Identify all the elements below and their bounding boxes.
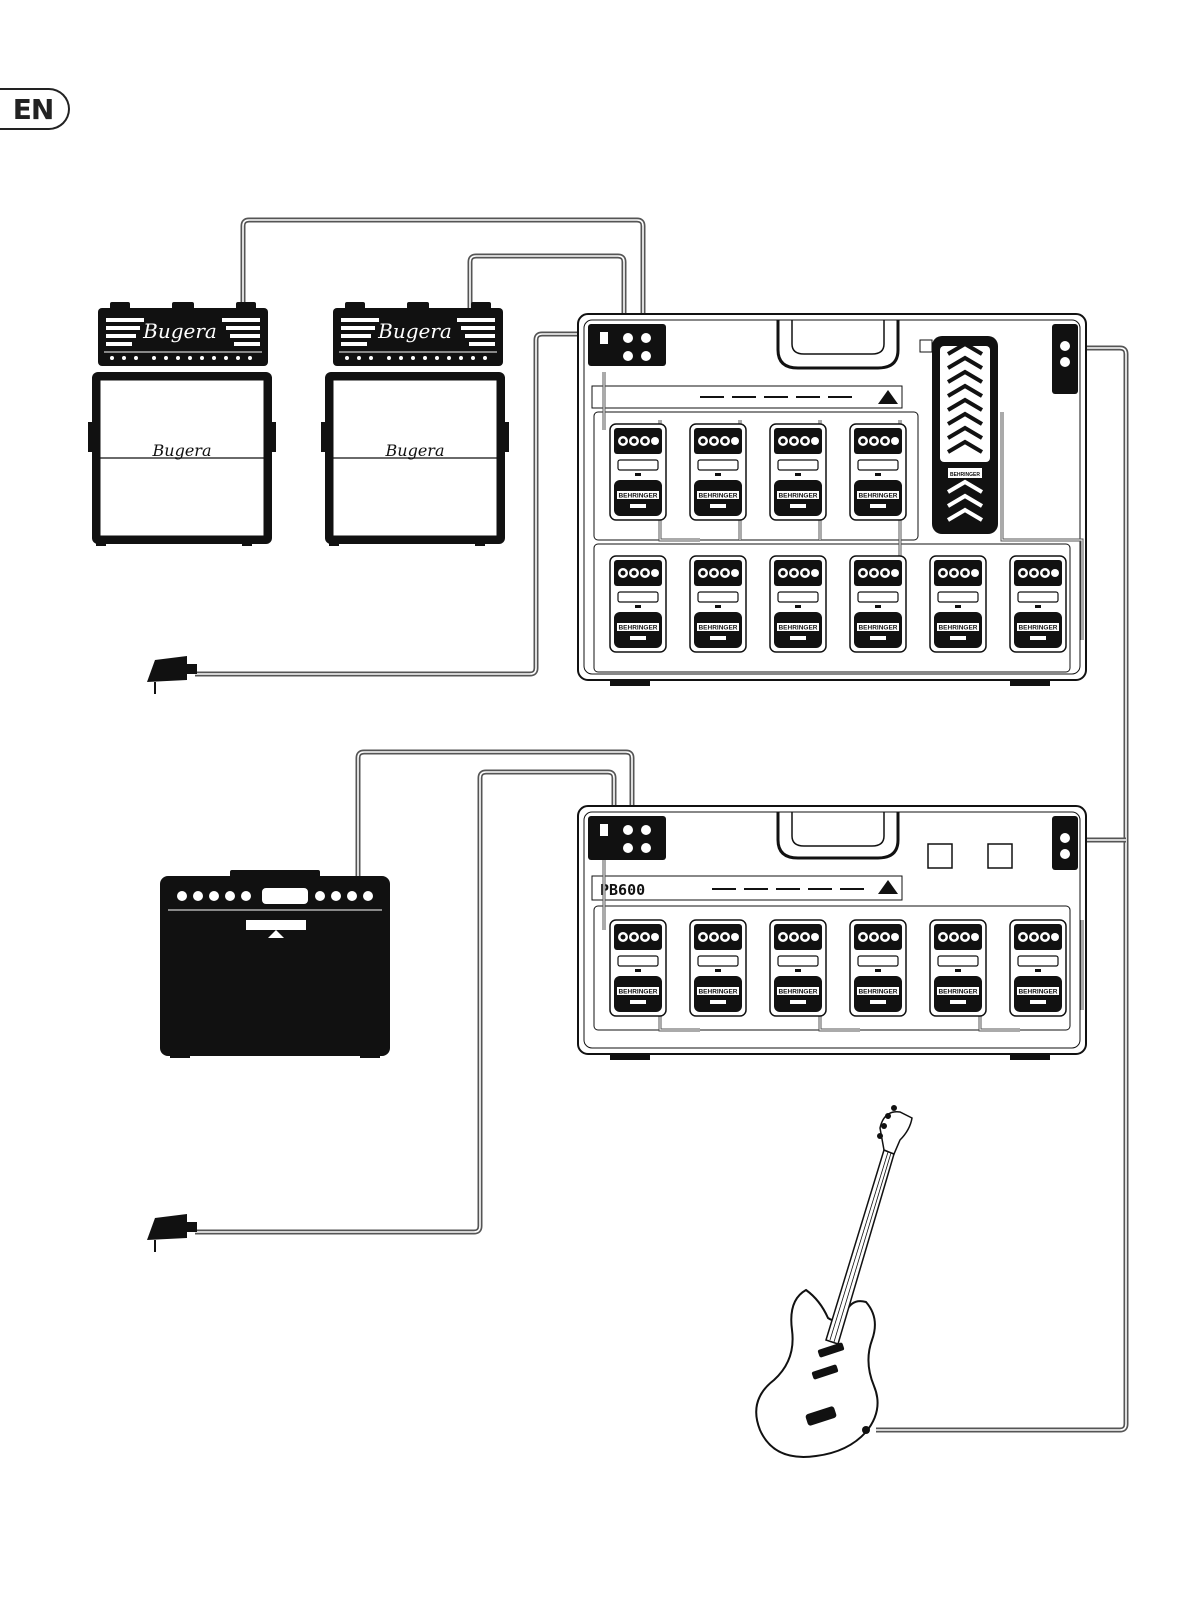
effect-pedal-icon [850,424,906,520]
effect-pedal-icon [1010,556,1066,652]
amp-head-brand-left: Bugera [142,319,217,343]
effect-pedal-icon [610,424,666,520]
cabinet-brand-right: Bugera [385,441,445,460]
effect-pedal-icon [690,424,746,520]
speaker-cabinet-right: Bugera [321,372,509,546]
cabinet-brand-left: Bugera [152,441,212,460]
effect-pedal-icon [850,920,906,1016]
effect-pedal-icon [930,920,986,1016]
effect-pedal-icon [1010,920,1066,1016]
power-adapter-icon [147,1214,197,1252]
pedalboard-model-label: PB600 [600,881,645,899]
effect-pedal-icon [610,556,666,652]
effect-pedal-icon [770,424,826,520]
speaker-cabinet-left: Bugera [88,372,276,546]
amp-head-left: Bugera [98,302,268,366]
amp-head-brand-right: Bugera [377,319,452,343]
effect-pedal-icon [690,556,746,652]
effect-pedal-icon [770,920,826,1016]
effect-pedal-icon [930,556,986,652]
wah-pedal-icon: BEHRINGER [932,336,998,534]
effect-pedal-icon [770,556,826,652]
effect-pedal-icon [610,920,666,1016]
effect-pedal-icon [690,920,746,1016]
wah-brand: BEHRINGER [950,472,980,478]
power-adapter-icon [147,656,197,694]
guitar-icon [756,1105,912,1457]
combo-amp-icon [160,870,390,1058]
effect-pedal-icon [850,556,906,652]
amp-head-right: Bugera [333,302,503,366]
